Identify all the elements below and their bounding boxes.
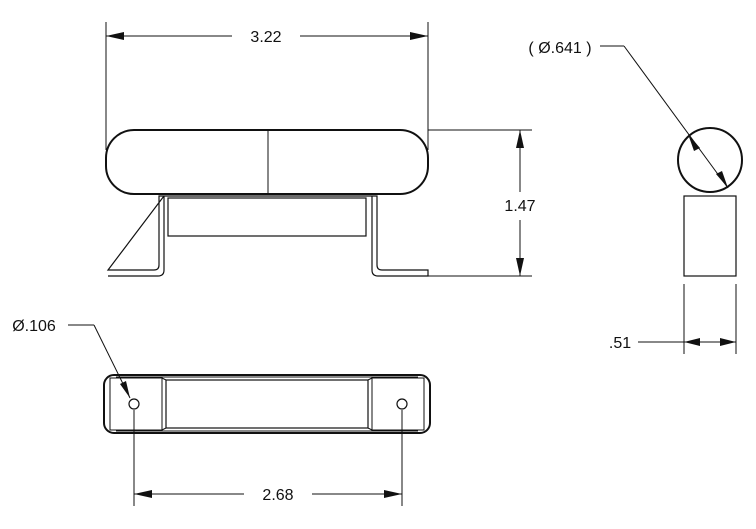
bottom-view	[103, 374, 431, 434]
bottom-magnet-block	[165, 379, 369, 429]
hole-spacing-label: 2.68	[262, 487, 293, 504]
dim-height: 1.47	[428, 129, 536, 277]
side-magnet-block	[683, 195, 737, 277]
diameter-label: ( Ø.641 )	[528, 40, 591, 57]
width-label: .51	[609, 335, 631, 352]
side-cover-circle	[677, 127, 743, 193]
hole-diameter-label: Ø.106	[12, 318, 56, 335]
front-cover	[105, 129, 429, 195]
height-label: 1.47	[504, 198, 535, 215]
bottom-bracket-left-plate	[109, 377, 163, 431]
front-bracket	[106, 195, 429, 277]
bottom-bracket-right-plate	[371, 377, 425, 431]
dim-width: .51	[609, 284, 737, 354]
side-view	[677, 127, 743, 277]
front-view	[105, 129, 429, 277]
bottom-cover-outline	[103, 374, 431, 434]
front-magnet-block	[167, 197, 367, 237]
dim-hole-diameter: Ø.106	[12, 318, 131, 399]
dim-hole-spacing: 2.68	[133, 410, 403, 506]
overall-length-label: 3.22	[250, 29, 281, 46]
mounting-hole-right	[396, 398, 408, 410]
dim-overall-length: 3.22	[105, 22, 429, 150]
mounting-hole-left	[128, 398, 140, 410]
dim-diameter: ( Ø.641 )	[528, 40, 729, 189]
